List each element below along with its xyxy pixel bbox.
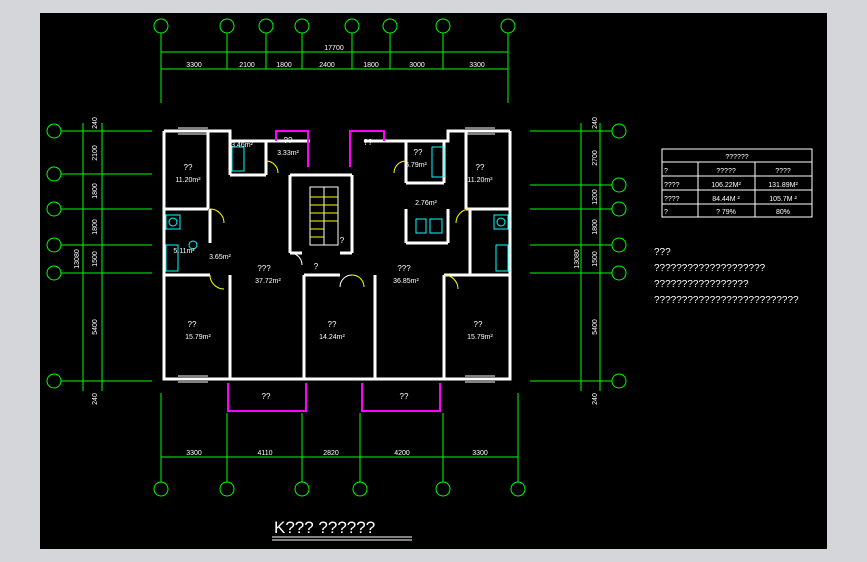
table-r1-c0: ????	[664, 182, 680, 189]
room-kit-b-area: 6.79m²	[405, 162, 427, 169]
dim-top-total: 17700	[324, 45, 344, 52]
room-kit-b-name: ??	[364, 138, 373, 147]
dim-top-4: 2400	[319, 62, 335, 69]
dim-left-5: 1500	[92, 251, 99, 267]
table-r3-c1: ? 79%	[716, 209, 736, 216]
doors	[209, 160, 471, 290]
dim-right-5: 1500	[592, 251, 599, 267]
table-r0-c2: ????	[775, 168, 791, 175]
table-r2-c0: ????	[664, 196, 680, 203]
table-title: ??????	[725, 154, 748, 161]
dim-top-6: 3000	[409, 62, 425, 69]
area-table: ?????? ? ????? ???? ???? 106.22M² 131.89…	[661, 148, 813, 218]
dim-right-3: 1200	[592, 189, 599, 205]
dim-right-1: 240	[592, 117, 599, 129]
stair	[289, 186, 353, 288]
room-kit-a-name: ??	[284, 136, 293, 145]
room-bath-r-area: 2.76m²	[415, 200, 437, 207]
room-bed-bm-area: 14.24m²	[319, 334, 345, 341]
dim-bottom-4: 4200	[394, 450, 410, 457]
table-r3-c2: 80%	[776, 209, 790, 216]
room-bed-br-area: 15.79m²	[467, 334, 493, 341]
walls	[162, 127, 512, 383]
dim-right-2: 2700	[592, 150, 599, 166]
dimension-labels: 17700 3300 2100 1800 2400 1800 3000 3300…	[74, 45, 599, 457]
room-bath-l-area: 5.11m²	[173, 248, 195, 255]
table-r2-c1: 84.44M ²	[712, 196, 740, 203]
stair-label-1: ?	[340, 236, 345, 245]
notes-line-1: ????????????????????	[654, 263, 766, 274]
room-bed-tl-name: ??	[184, 163, 193, 172]
table-r2-c2: 105.7M ²	[769, 196, 797, 203]
table-r3-c0: ?	[664, 209, 668, 216]
balconies	[227, 130, 441, 412]
table-r1-c1: 106.22M²	[711, 182, 741, 189]
room-living-r-name: ???	[397, 264, 411, 273]
dim-left-2: 2100	[92, 145, 99, 161]
room-bed-bm-name: ??	[328, 320, 337, 329]
dim-left-6: 5400	[92, 319, 99, 335]
axis-grid	[46, 18, 627, 497]
room-bed-bl-area: 15.79m²	[185, 334, 211, 341]
balcony-l-label: ??	[262, 392, 271, 401]
notes-heading: ???	[654, 247, 671, 258]
fixtures	[165, 146, 509, 272]
room-kit-c-name: ??	[414, 148, 423, 157]
drawing-title: K??? ??????	[274, 518, 375, 537]
table-r1-c2: 131.89M²	[768, 182, 798, 189]
balcony-r-label: ??	[400, 392, 409, 401]
dim-right-4: 1800	[592, 219, 599, 235]
dim-top-5: 1800	[363, 62, 379, 69]
dim-bottom-2: 4110	[257, 450, 272, 457]
room-living-l-name: ???	[257, 264, 271, 273]
room-bed-bl-name: ??	[188, 320, 197, 329]
room-living-r-area: 36.85m²	[393, 278, 419, 285]
table-r0-c0: ?	[664, 168, 668, 175]
dim-bottom-3: 2820	[323, 450, 339, 457]
dim-left-4: 1800	[92, 219, 99, 235]
room-hall-l-area: 3.65m²	[209, 254, 231, 261]
dim-left-3: 1800	[92, 183, 99, 199]
dim-bottom-5: 3300	[472, 450, 488, 457]
notes: ??? ???????????????????? ???????????????…	[654, 247, 799, 306]
notes-line-3: ??????????????????????????	[654, 295, 799, 306]
room-bed-tr-area: 11.20m²	[467, 177, 493, 184]
room-bed-tr-name: ??	[476, 163, 485, 172]
dim-top-2: 2100	[239, 62, 255, 69]
room-labels: ?? 11.20m² 3.46m² ?? 3.33m² ?? ?? 6.79m²…	[173, 136, 493, 401]
room-bed-br-name: ??	[474, 320, 483, 329]
drawing-sheet: 17700 3300 2100 1800 2400 1800 3000 3300…	[40, 13, 827, 549]
stair-label-2: ?	[314, 262, 319, 271]
dim-right-total: 13080	[574, 249, 581, 269]
room-living-l-area: 37.72m²	[255, 278, 281, 285]
room-kit-a-area: 3.33m²	[277, 150, 299, 157]
table-r0-c1: ?????	[716, 168, 736, 175]
dim-right-6: 5400	[592, 319, 599, 335]
dim-top-1: 3300	[186, 62, 202, 69]
dim-left-7: 240	[92, 393, 99, 405]
floor-plan-drawing: 17700 3300 2100 1800 2400 1800 3000 3300…	[46, 18, 813, 541]
room-wc-a-area: 3.46m²	[231, 142, 253, 149]
dim-top-7: 3300	[469, 62, 485, 69]
dim-left-1: 240	[92, 117, 99, 129]
dim-right-7: 240	[592, 393, 599, 405]
dim-top-3: 1800	[276, 62, 292, 69]
dim-bottom-1: 3300	[186, 450, 202, 457]
notes-line-2: ?????????????????	[654, 279, 749, 290]
room-bed-tl-area: 11.20m²	[175, 177, 201, 184]
dim-left-total: 13080	[74, 249, 81, 269]
title-block: K??? ??????	[272, 518, 412, 541]
